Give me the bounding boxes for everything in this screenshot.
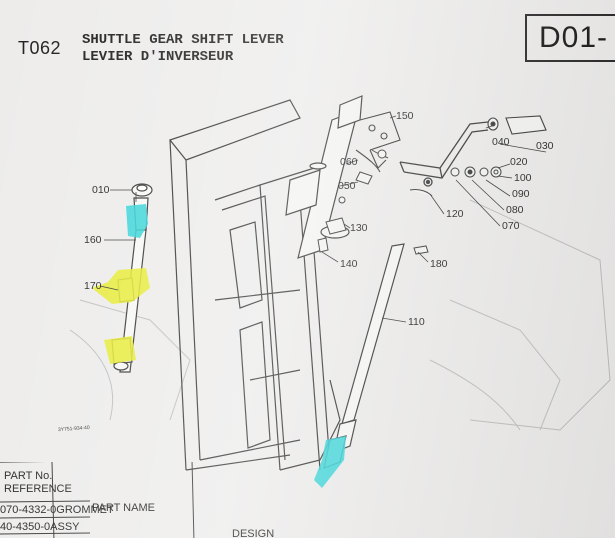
part-number: 070-4332-0 xyxy=(0,504,57,516)
callout-130: 130 xyxy=(350,222,368,234)
small-hardware xyxy=(317,149,433,255)
header-part-name: PART NAME xyxy=(92,502,155,514)
callout-010: 010 xyxy=(92,184,110,196)
parts-table: PART No. REFERENCE PART NAME DESIGN 070-… xyxy=(0,462,615,538)
callout-020: 020 xyxy=(510,156,528,168)
upper-linkage xyxy=(355,111,401,173)
leader-lines xyxy=(99,115,547,323)
callout-050: 050 xyxy=(338,180,356,192)
steering-console-frame xyxy=(168,99,341,471)
page-title: SHUTTLE GEAR SHIFT LEVER LEVIER D'INVERS… xyxy=(82,32,284,66)
callout-040: 040 xyxy=(492,136,510,148)
page-reference-box: D01- xyxy=(525,14,615,62)
table-row: 40-4350-0ASSY xyxy=(0,521,80,533)
callout-030: 030 xyxy=(536,140,554,152)
shift-lever-arm xyxy=(399,121,489,187)
table-row: 070-4332-0GROMMET xyxy=(0,504,114,516)
callout-180: 180 xyxy=(430,258,448,270)
callout-120: 120 xyxy=(446,208,464,220)
title-english: SHUTTLE GEAR SHIFT LEVER xyxy=(82,32,284,48)
callout-090: 090 xyxy=(512,188,530,200)
highlight-marks xyxy=(92,204,346,488)
callout-160: 160 xyxy=(84,234,102,246)
callout-100: 100 xyxy=(514,172,532,184)
header-designation: DESIGN xyxy=(232,528,275,538)
callout-080: 080 xyxy=(506,204,524,216)
table-rules xyxy=(0,462,195,538)
title-french: LEVIER D'INVERSEUR xyxy=(82,49,234,65)
callout-150: 150 xyxy=(396,110,414,122)
part-name: GROMMET xyxy=(56,504,114,516)
section-code: T062 xyxy=(18,38,62,58)
shift-knob xyxy=(487,115,547,135)
part-name: ASSY xyxy=(50,521,80,533)
bleed-through-text xyxy=(290,58,297,72)
header-part-no: PART No. REFERENCE xyxy=(4,470,72,495)
shift-rod-110 xyxy=(323,243,405,469)
callout-170: 170 xyxy=(84,280,102,292)
callout-060: 060 xyxy=(340,156,358,168)
callout-070: 070 xyxy=(502,220,520,232)
part-number: 40-4350-0 xyxy=(0,521,51,533)
washer-set xyxy=(450,166,502,178)
callout-110: 110 xyxy=(408,316,425,328)
background-tractor-outline xyxy=(69,199,611,431)
callout-140: 140 xyxy=(340,258,358,270)
